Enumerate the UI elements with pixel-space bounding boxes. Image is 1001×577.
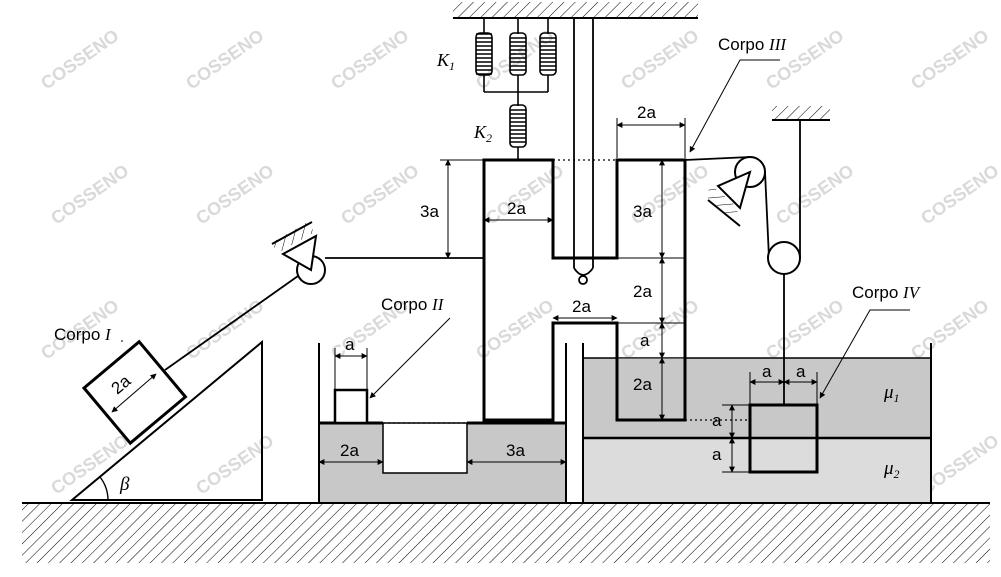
- dim-right-2a-b: 2a: [633, 375, 652, 394]
- dim-c2-3a: 3a: [506, 441, 525, 460]
- watermark-text: COSSENO: [617, 25, 702, 93]
- spring-k1-middle: [509, 18, 527, 92]
- watermark-text: COSSENO: [762, 295, 847, 363]
- incline: [69, 339, 263, 501]
- dim-left-3a: 3a: [420, 202, 439, 221]
- ceiling-small: [772, 106, 830, 258]
- label-mu2: μ2: [883, 458, 900, 481]
- pulley-top-right: [684, 156, 770, 259]
- spring-k1-left: [475, 18, 493, 92]
- watermark-text: COSSENO: [472, 25, 557, 93]
- ceiling-rod: [573, 18, 594, 285]
- dim-step-2a: 2a: [572, 297, 591, 316]
- dimension-lines: [318, 118, 818, 473]
- watermark-text: COSSENO: [772, 160, 857, 228]
- dim-right-2a: 2a: [633, 282, 652, 301]
- dim-c4-a-right: a: [796, 362, 806, 381]
- watermark-text: COSSENO: [337, 160, 422, 228]
- dim-right-a: a: [640, 331, 650, 350]
- pulley-movable: [767, 241, 801, 275]
- watermark-text: COSSENO: [907, 295, 992, 363]
- label-corpo-iii: Corpo III: [718, 35, 787, 54]
- labels: K1 K2 Corpo I Corpo II Corpo III Corpo I…: [54, 35, 922, 495]
- dim-c2-a: a: [345, 335, 355, 354]
- dim-c4-a-top: a: [712, 411, 722, 430]
- label-beta: β: [119, 474, 130, 495]
- corpo-ii-block: [333, 388, 369, 425]
- watermark-text: COSSENO: [192, 430, 277, 498]
- leader-lines: [121, 59, 910, 399]
- spring-k1-right: [539, 18, 557, 92]
- watermark-text: COSSENO: [907, 25, 992, 93]
- tank-left: [318, 343, 567, 504]
- pulley-left: [164, 221, 484, 371]
- dim-top-gap: 2a: [637, 103, 656, 122]
- watermark-text: COSSENO: [482, 160, 567, 228]
- watermark-text: COSSENO: [617, 295, 702, 363]
- label-k2: K2: [473, 122, 492, 145]
- label-corpo-i: Corpo I: [54, 325, 112, 344]
- spring-k2: [509, 92, 527, 160]
- dim-c2-2a: 2a: [340, 441, 359, 460]
- watermark-text: COSSENO: [917, 160, 1001, 228]
- dim-c4-a-bottom: a: [712, 445, 722, 464]
- watermark-text: COSSENO: [327, 25, 412, 93]
- watermark-text: COSSENO: [37, 25, 122, 93]
- dim-right-3a: 3a: [633, 202, 652, 221]
- label-corpo-iv: Corpo IV: [852, 283, 922, 302]
- label-corpo-ii: Corpo II: [381, 295, 445, 314]
- corpo-iii-right-leg: [615, 358, 687, 422]
- ceiling: [453, 2, 698, 19]
- corpo-i-dim-line: [111, 373, 157, 413]
- watermark-text: COSSENO: [182, 295, 267, 363]
- watermark-text: COSSENO: [192, 160, 277, 228]
- dim-c4-a-left: a: [762, 362, 772, 381]
- dim-inner-2a: 2a: [507, 199, 526, 218]
- label-k1: K1: [436, 50, 455, 73]
- watermark-text: COSSENO: [47, 160, 132, 228]
- watermark-text: COSSENO: [182, 25, 267, 93]
- label-mu1: μ1: [883, 382, 900, 405]
- ground: [22, 502, 990, 563]
